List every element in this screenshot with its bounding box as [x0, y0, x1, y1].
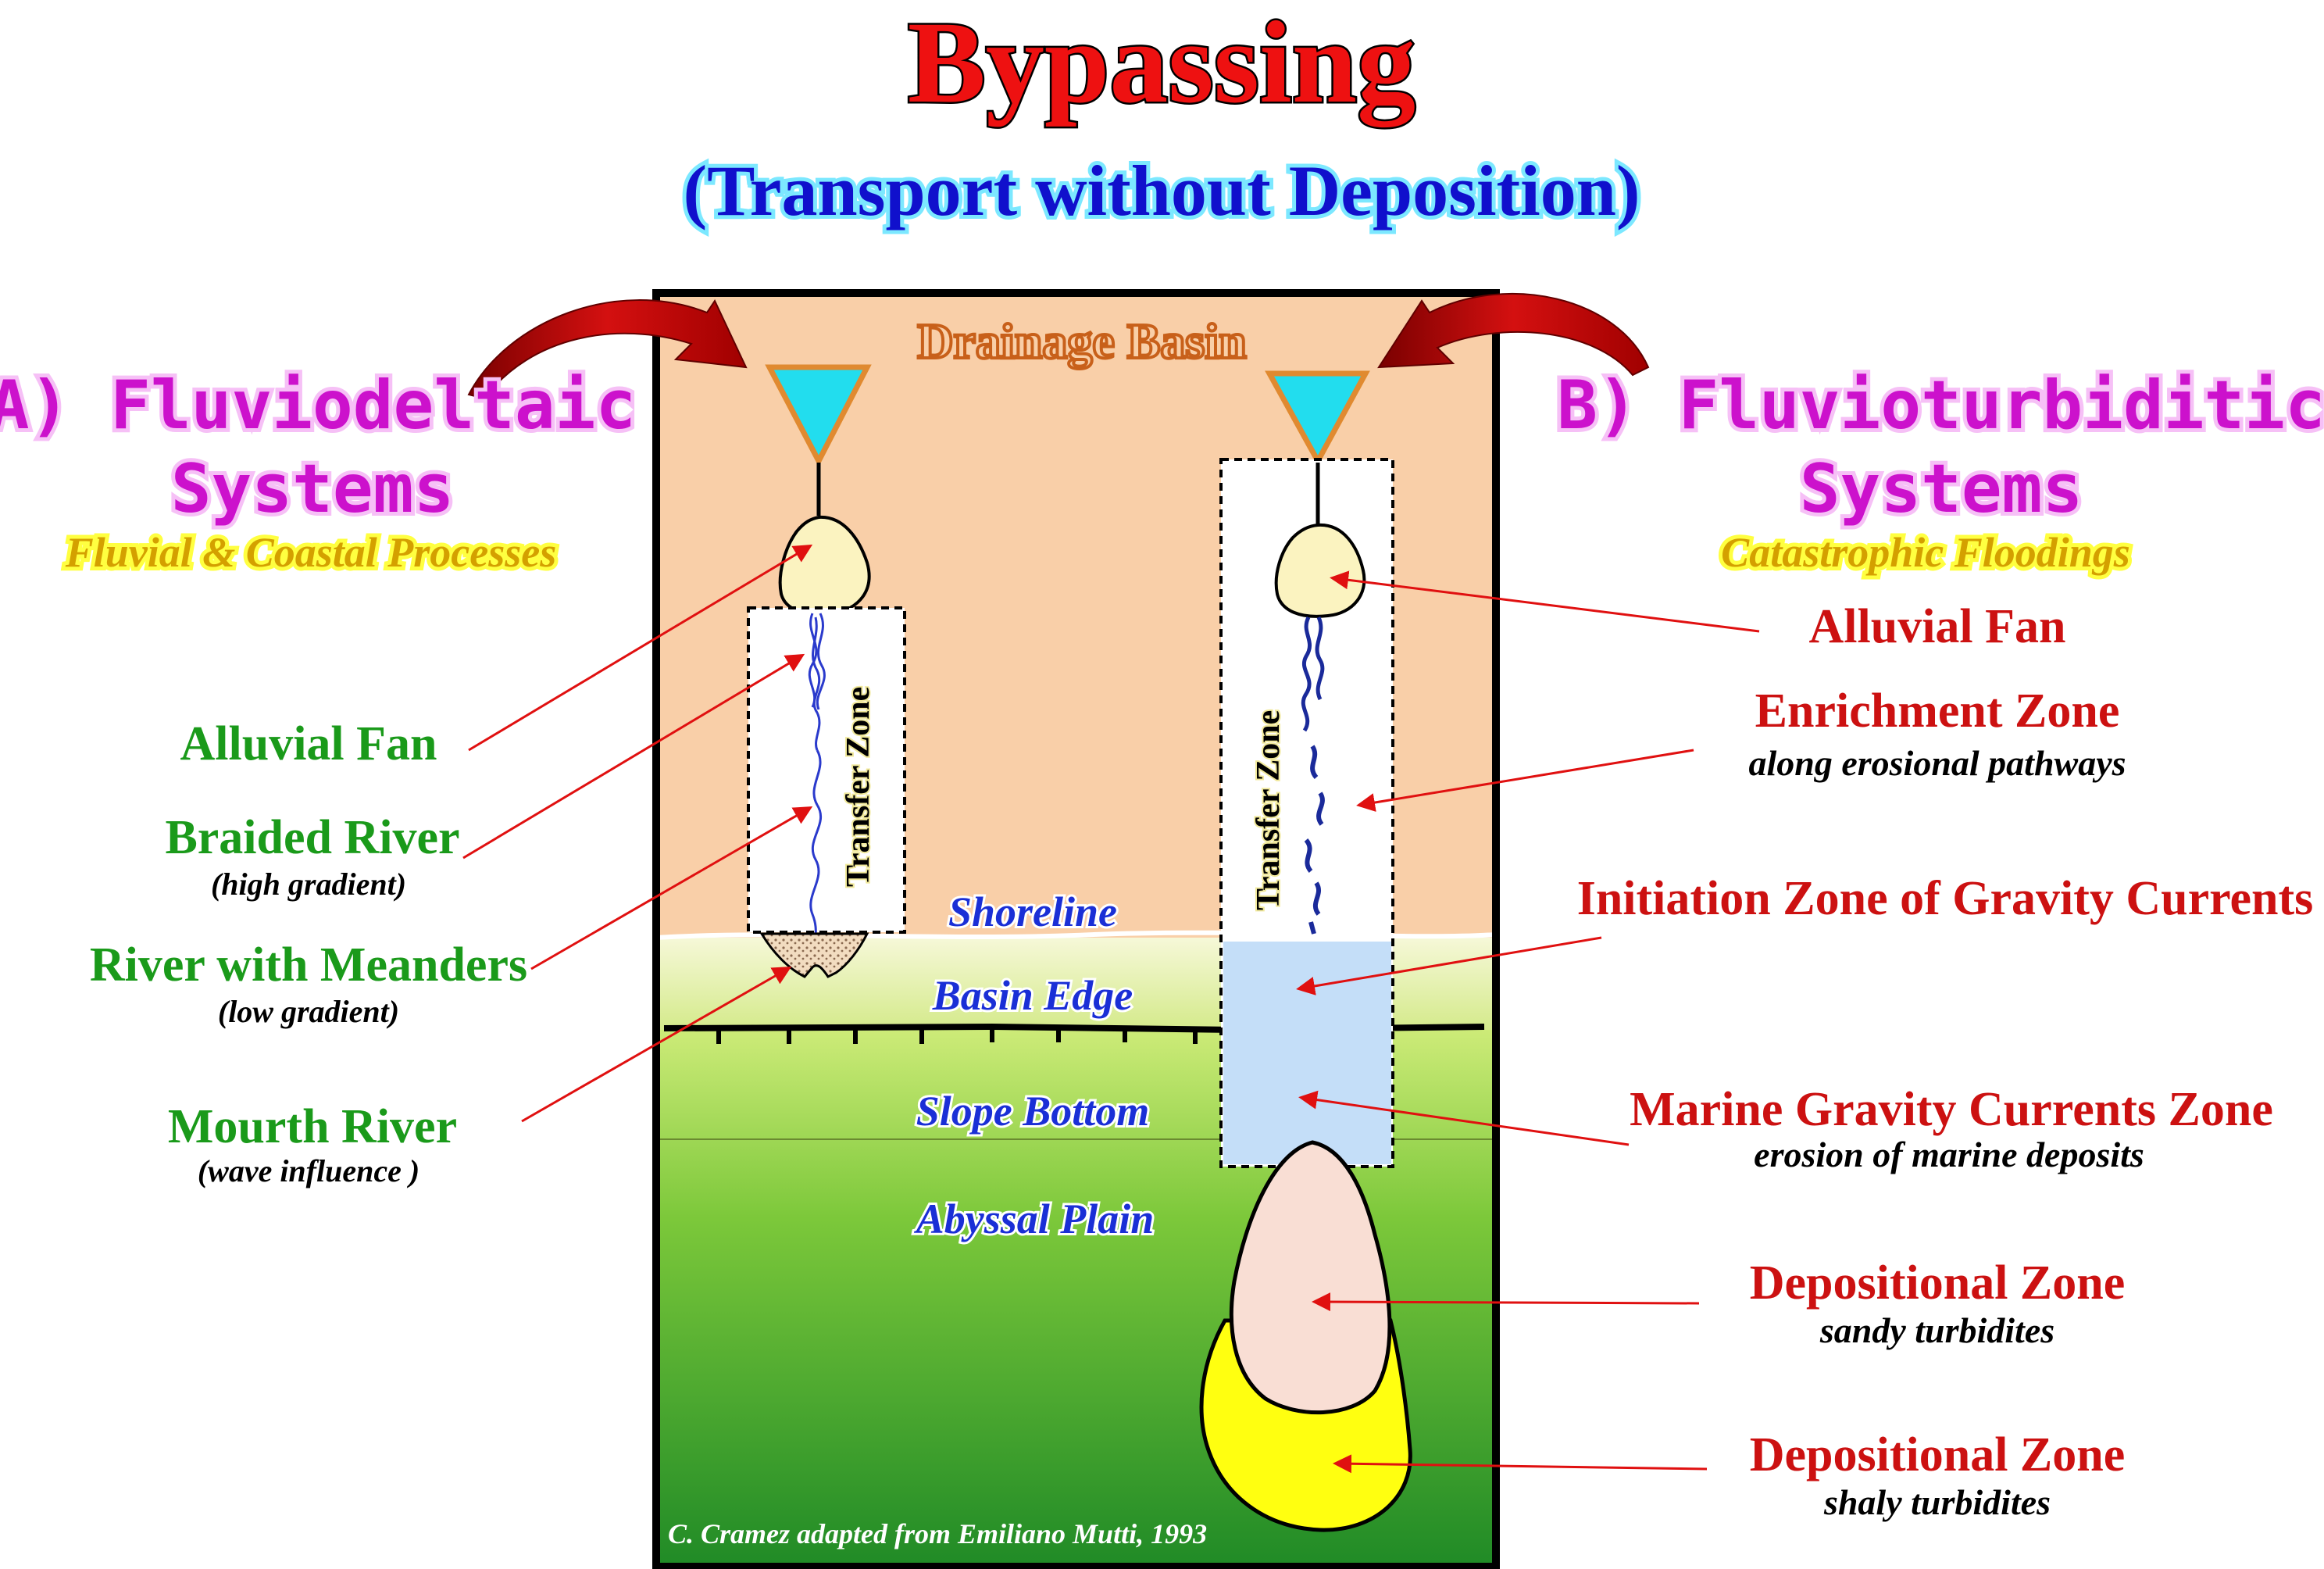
left-braided-river-label: Braided River [165, 811, 459, 864]
arrow-left-meanders [530, 806, 813, 970]
left-river-mouth [759, 932, 869, 978]
left-system-title-line2: Systems [171, 450, 454, 528]
right-system-title-line2: Systems [1800, 450, 2083, 528]
right-enrichment-zone-label: Enrichment Zone [1755, 684, 2120, 738]
sandy-turbidites-lobe [1229, 1140, 1392, 1415]
left-transfer-zone-label: Transfer Zone [841, 687, 876, 887]
right-sandy-depositional-label: Depositional Zone [1750, 1256, 2126, 1310]
arrow-right-sandy-turbidites [1312, 1292, 1700, 1312]
right-enrichment-zone-note: along erosional pathways [1748, 743, 2126, 783]
right-pointer-arrows [1296, 570, 1760, 1474]
right-marine-gravity-note: erosion of marine deposits [1754, 1135, 2144, 1174]
basin-edge-label: Basin Edge [932, 972, 1133, 1019]
left-system-title-line1: A) Fluviodeltaic [0, 366, 636, 445]
shoreline-label: Shoreline [948, 888, 1117, 935]
arrow-right-initiation-zone [1296, 936, 1602, 995]
left-meanders-note: (low gradient) [218, 994, 399, 1029]
arrow-right-alluvial-fan [1330, 570, 1760, 633]
arrow-right-shaly-turbidites [1333, 1454, 1708, 1474]
right-initiation-zone-label: Initiation Zone of Gravity Currents [1577, 872, 2314, 925]
arrow-left-alluvial-fan [468, 544, 813, 752]
abyssal-plain-label: Abyssal Plain [914, 1196, 1155, 1242]
title: Bypassing [908, 0, 1415, 127]
left-mouth-river-note: (wave influence ) [198, 1153, 419, 1188]
arrow-left-braided-river [462, 653, 805, 860]
arrow-left-mouth-river [521, 967, 792, 1123]
left-transfer-zone [747, 606, 906, 934]
left-system-drawing: Transfer Zone [747, 364, 906, 978]
right-pathway [1301, 616, 1312, 732]
left-system-processes: Fluvial & Coastal Processes [65, 529, 557, 576]
left-alluvial-fan-label: Alluvial Fan [180, 717, 437, 770]
left-curved-arrow [467, 298, 748, 400]
left-meanders-label: River with Meanders [90, 938, 527, 992]
credit-label: C. Cramez adapted from Emiliano Mutti, 1… [668, 1518, 1207, 1549]
left-mouth-river-label: Mourth River [168, 1100, 457, 1153]
right-shaly-depositional-label: Depositional Zone [1750, 1428, 2126, 1481]
right-system-title-line1: B) Fluvioturbiditic [1557, 366, 2324, 445]
right-system-drawing: Transfer Zone [1199, 370, 1412, 1532]
left-braided-river-note: (high gradient) [211, 867, 406, 902]
right-labels: Alluvial Fan Enrichment Zone along erosi… [1577, 600, 2314, 1522]
right-system-processes: Catastrophic Floodings [1721, 529, 2130, 576]
right-source-triangle [1265, 370, 1370, 467]
right-shaly-depositional-note: shaly turbidites [1823, 1482, 2051, 1522]
arrow-right-enrichment-zone [1356, 749, 1694, 812]
left-labels: Alluvial Fan Braided River (high gradien… [90, 717, 527, 1188]
right-system-header: B) Fluvioturbiditic Systems Catastrophic… [1553, 363, 2324, 580]
left-pointer-arrows [462, 544, 813, 1123]
left-system-header: A) Fluviodeltaic Systems Fluvial & Coast… [0, 363, 640, 580]
left-source-triangle [765, 364, 872, 467]
arrow-right-marine-gravity [1298, 1090, 1630, 1146]
right-curved-arrow [1377, 292, 1650, 377]
drainage-basin-label: Drainage Basin [917, 313, 1246, 369]
subtitle: (Transport without Deposition) [683, 151, 1640, 231]
right-gravity-zone [1223, 942, 1391, 1164]
right-marine-gravity-label: Marine Gravity Currents Zone [1630, 1083, 2273, 1136]
right-alluvial-fan-label: Alluvial Fan [1808, 600, 2065, 653]
right-sandy-depositional-note: sandy turbidites [1819, 1310, 2054, 1350]
right-transfer-zone-label: Transfer Zone [1251, 710, 1287, 910]
right-alluvial-fan [1274, 523, 1366, 618]
slope-bottom-label: Slope Bottom [916, 1088, 1150, 1135]
